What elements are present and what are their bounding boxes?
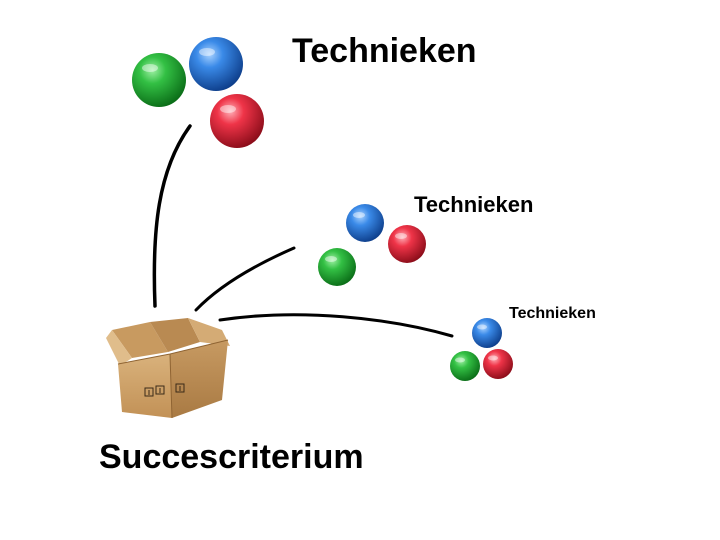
ball-icon [388,225,426,263]
ball-icon [450,351,480,381]
ball-icon [346,204,384,242]
ball-icon [132,53,186,107]
label-succescriterium: Succescriterium [99,438,364,476]
label-technieken-large: Technieken [292,32,477,70]
ball-icon [483,349,513,379]
ball-icon [318,248,356,286]
cardboard-box-icon [106,318,230,419]
ball-group-large [132,37,264,148]
connector-line-small [218,313,454,338]
ball-group-medium [318,204,426,286]
connector-line-medium [194,246,296,312]
ball-icon [210,94,264,148]
ball-icon [189,37,243,91]
label-technieken-medium: Technieken [414,192,534,217]
ball-group-small [450,318,513,381]
connector-line-large [152,124,192,308]
label-technieken-small: Technieken [509,305,596,322]
ball-icon [472,318,502,348]
